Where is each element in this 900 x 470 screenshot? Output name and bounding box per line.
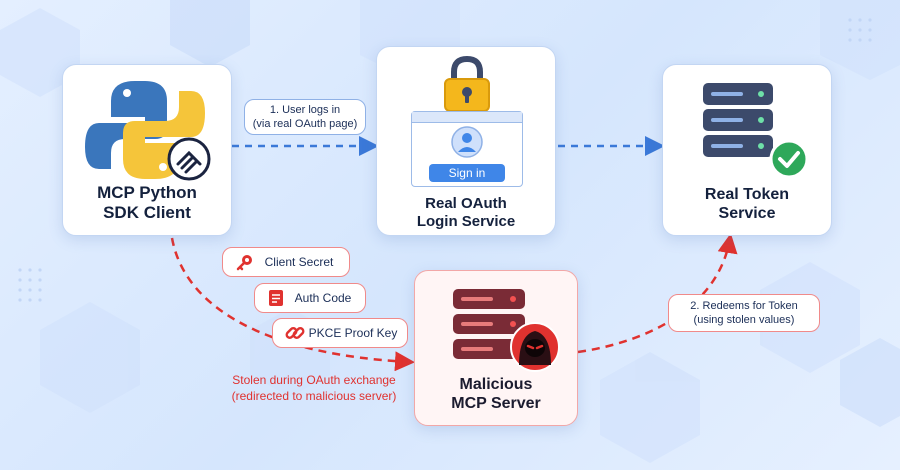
- stolen-item-client-secret: Client Secret: [222, 247, 350, 277]
- malicious-card: Malicious MCP Server: [414, 270, 578, 426]
- token-title: Real Token Service: [704, 186, 790, 223]
- key-icon: [236, 255, 252, 271]
- stolen-item-pkce: PKCE Proof Key: [272, 318, 408, 348]
- login-window: Sign in: [411, 111, 523, 187]
- stolen-item-auth-code: Auth Code: [254, 283, 366, 313]
- link-icon: [285, 327, 305, 339]
- mcp-logo-icon: [167, 137, 211, 181]
- server-stack-icon: [703, 83, 773, 157]
- client-title: MCP Python SDK Client: [97, 183, 197, 223]
- check-badge-icon: [769, 139, 809, 179]
- oauth-card: Sign in Real OAuth Login Service: [376, 46, 556, 236]
- step2-label: 2. Redeems for Token (using stolen value…: [668, 294, 820, 332]
- malicious-server-icon: [453, 289, 525, 359]
- oauth-title: Real OAuth Login Service: [416, 195, 516, 230]
- client-card: MCP Python SDK Client: [62, 64, 232, 236]
- lock-icon: [444, 55, 490, 112]
- malicious-title: Malicious MCP Server: [451, 376, 541, 413]
- arrow-client-to-malicious: [170, 237, 415, 372]
- python-logo-icon: [85, 81, 205, 179]
- arrow-malicious-to-token: [577, 233, 738, 354]
- hacker-hood-icon: [510, 322, 560, 372]
- sign-in-button[interactable]: Sign in: [429, 164, 505, 182]
- document-icon: [269, 290, 283, 306]
- token-card: Real Token Service: [662, 64, 832, 236]
- step1-label: 1. User logs in (via real OAuth page): [244, 99, 366, 135]
- user-avatar-icon: [451, 126, 483, 158]
- stolen-note: Stolen during OAuth exchange (redirected…: [231, 373, 397, 403]
